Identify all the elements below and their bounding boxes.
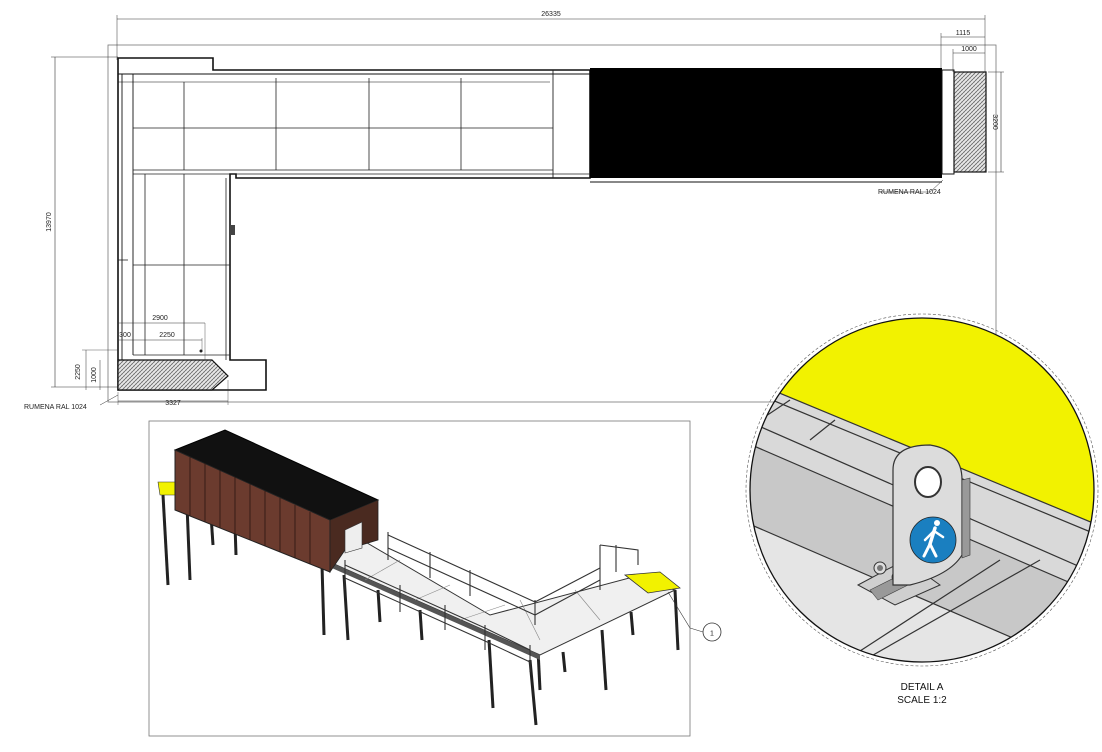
detail-title: DETAIL A	[901, 682, 944, 693]
label-yellow-left: RUMENA RAL 1024	[24, 404, 87, 411]
bracket-plate	[892, 444, 963, 586]
iso-yellow-pad	[623, 571, 681, 594]
detail-view: DETAIL A SCALE 1:2	[745, 313, 1099, 706]
walkway-grid-horizontal	[133, 70, 590, 178]
iso-railings	[344, 532, 639, 672]
balloon-number: 1	[710, 631, 714, 638]
dim-1000: 1000	[91, 367, 98, 383]
label-yellow-right: RUMENA RAL 1024	[878, 189, 941, 196]
roof-section	[590, 68, 942, 178]
isometric-view: 1	[148, 420, 722, 737]
dim-right-height: 3200	[991, 114, 998, 130]
dim-total-height: 13970	[46, 212, 53, 232]
dim-2250-h: 2250	[159, 332, 175, 339]
dim-right-inner: 1000	[961, 46, 977, 53]
plan-view: 26335 1115 1000 3200 13970	[24, 11, 1004, 411]
dim-total-width: 26335	[541, 11, 561, 18]
dim-right-outer: 1115	[956, 30, 971, 37]
walkway-grid-vertical	[118, 174, 235, 360]
dim-2250-v: 2250	[75, 364, 82, 380]
detail-scale: SCALE 1:2	[897, 695, 947, 706]
balloon-circle	[702, 622, 722, 642]
anchor-bracket	[856, 444, 971, 606]
iso-deck-edge	[325, 560, 540, 660]
dim-bottom: 3327	[165, 400, 181, 407]
dim-2900: 2900	[152, 315, 168, 322]
yellow-zone-right	[953, 71, 987, 173]
detail-yellow-zone	[750, 318, 1094, 530]
yellow-zone-left	[117, 359, 229, 391]
plan-frame	[107, 44, 997, 403]
detail-circle-frame	[749, 317, 1095, 663]
dim-300: 300	[119, 332, 131, 339]
